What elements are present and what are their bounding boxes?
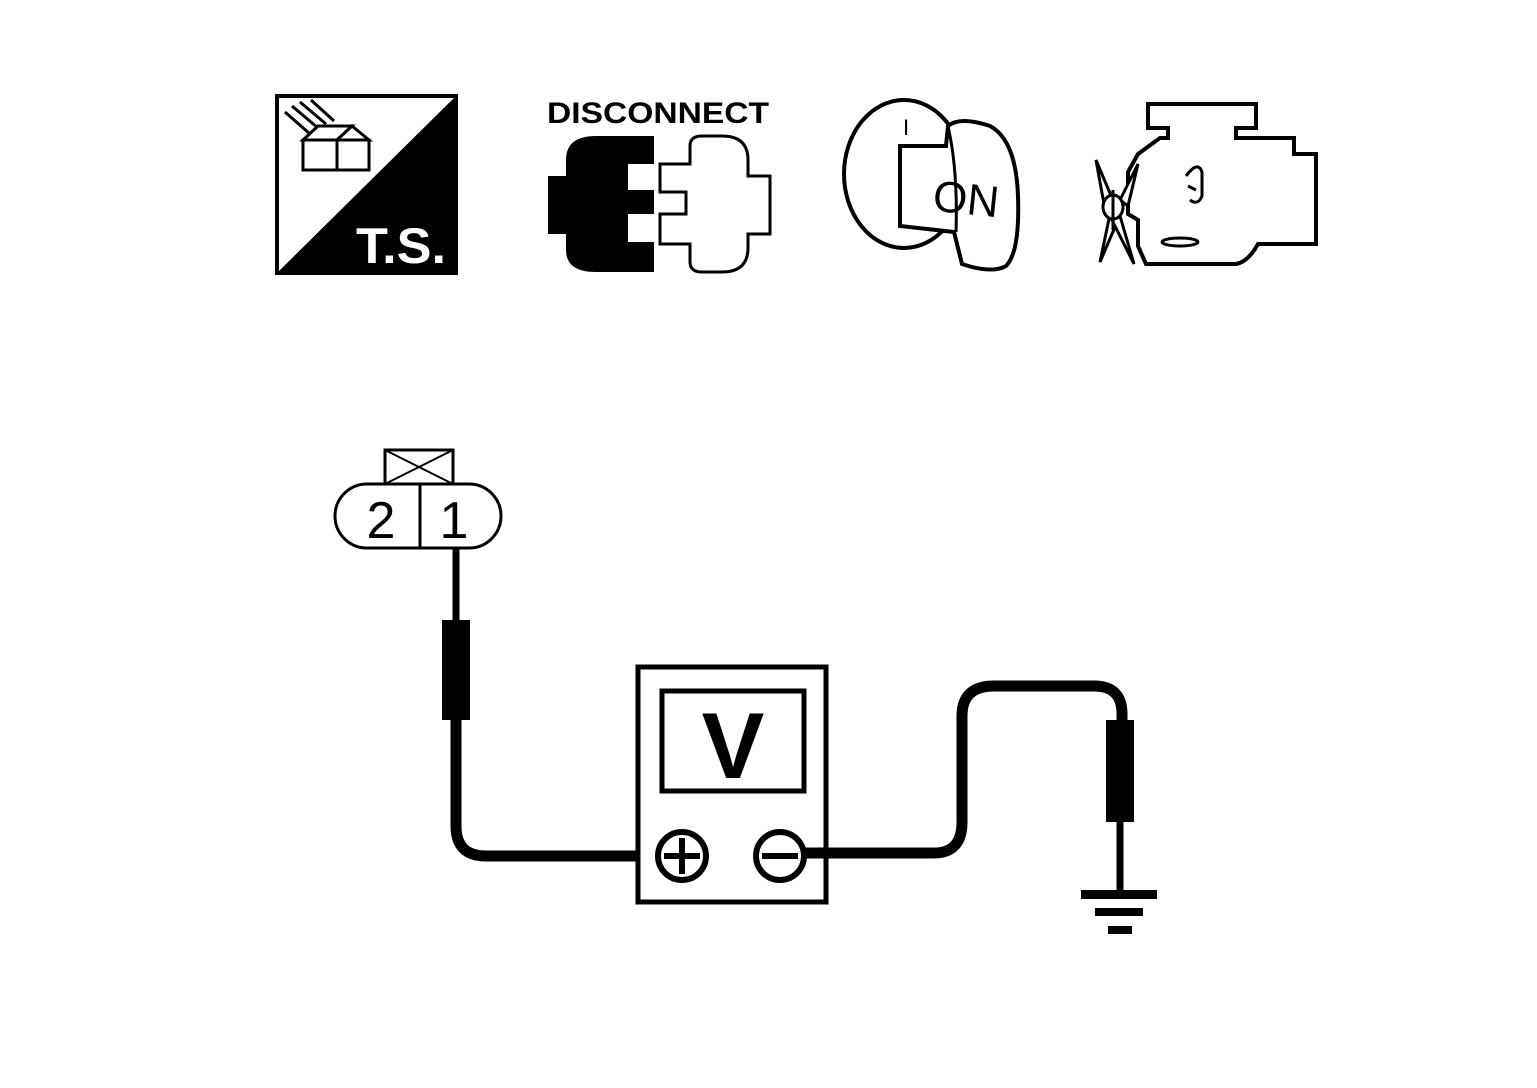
connector-pin-1: 1 [440,492,469,550]
troubleshooting-icon: T.S. [275,94,458,275]
voltmeter: V [635,664,829,905]
ignition-on-label: ON [931,172,1002,228]
positive-terminal-icon [655,829,709,883]
ignition-key-icon: I ON [842,98,1021,272]
ignition-mark: I [903,115,909,140]
connector-pin-2: 2 [367,492,396,550]
disconnect-label: DISCONNECT [547,97,769,130]
troubleshooting-label: T.S. [356,218,446,274]
positive-test-lead [442,548,656,862]
disconnect-connector-icon: DISCONNECT [547,97,772,274]
negative-test-lead [804,680,1134,894]
engine-icon [1094,102,1318,266]
voltmeter-label: V [702,693,765,798]
negative-terminal-icon [753,829,807,883]
ground-icon [1081,890,1157,934]
connector: 2 1 [333,448,503,550]
